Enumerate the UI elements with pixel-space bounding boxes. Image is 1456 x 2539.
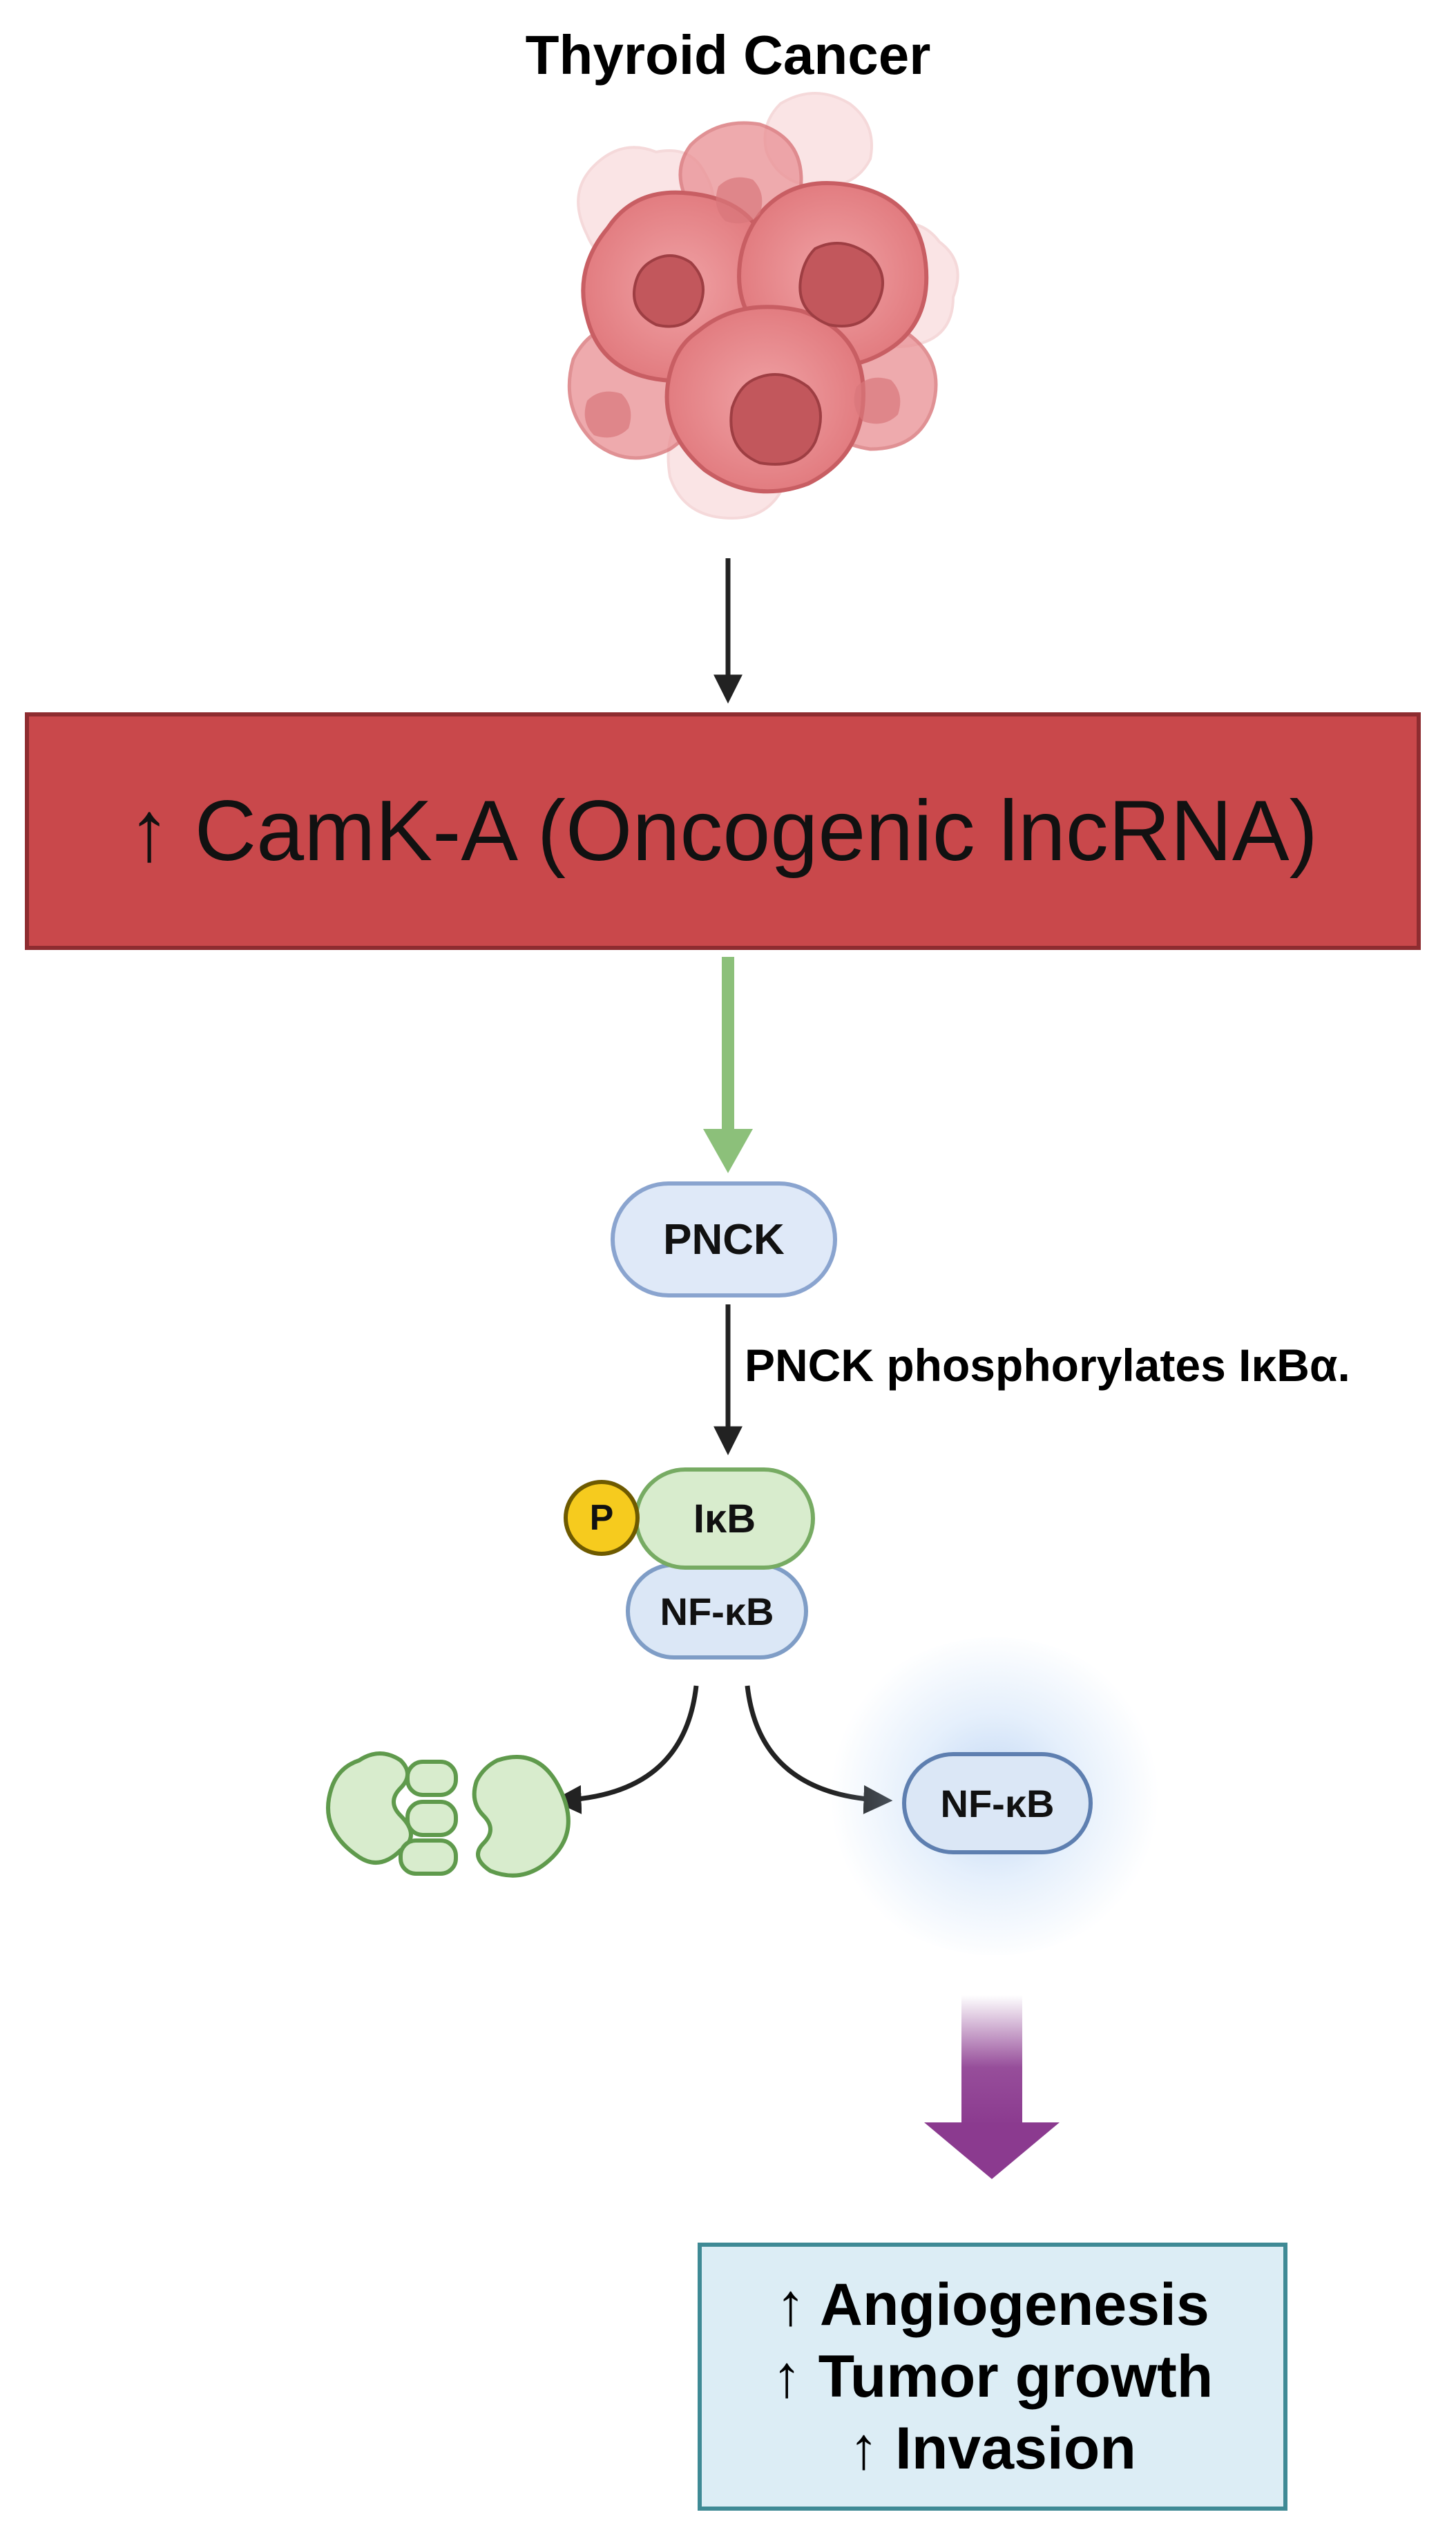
pnck-node: PNCK: [611, 1181, 837, 1297]
cancer-cell-cluster-icon: [567, 92, 959, 520]
camk-a-box: ↑ CamK-A (Oncogenic lncRNA): [25, 712, 1421, 950]
outcome-angiogenesis: ↑ Angiogenesis: [776, 2271, 1209, 2338]
nfkb-free-node: NF-κB: [902, 1752, 1093, 1854]
degraded-protein-fragments-icon: [326, 1751, 571, 1878]
phosphorylation-label: PNCK phosphorylates IκBα.: [745, 1340, 1350, 1391]
outcome-arrow: [924, 1995, 1060, 2179]
outcome-tumor-growth: ↑ Tumor growth: [772, 2343, 1214, 2410]
arrow-to-degradation: [552, 1685, 699, 1814]
phosphate-badge: P: [564, 1480, 640, 1556]
nfkb-complex-node: NF-κB: [626, 1563, 808, 1660]
outcome-box: ↑ Angiogenesis ↑ Tumor growth ↑ Invasion: [698, 2243, 1287, 2511]
ikb-node: IκB: [634, 1467, 815, 1570]
activation-arrow: [703, 957, 753, 1173]
diagram-title: Thyroid Cancer: [525, 24, 931, 86]
outcome-invasion: ↑ Invasion: [849, 2415, 1136, 2482]
